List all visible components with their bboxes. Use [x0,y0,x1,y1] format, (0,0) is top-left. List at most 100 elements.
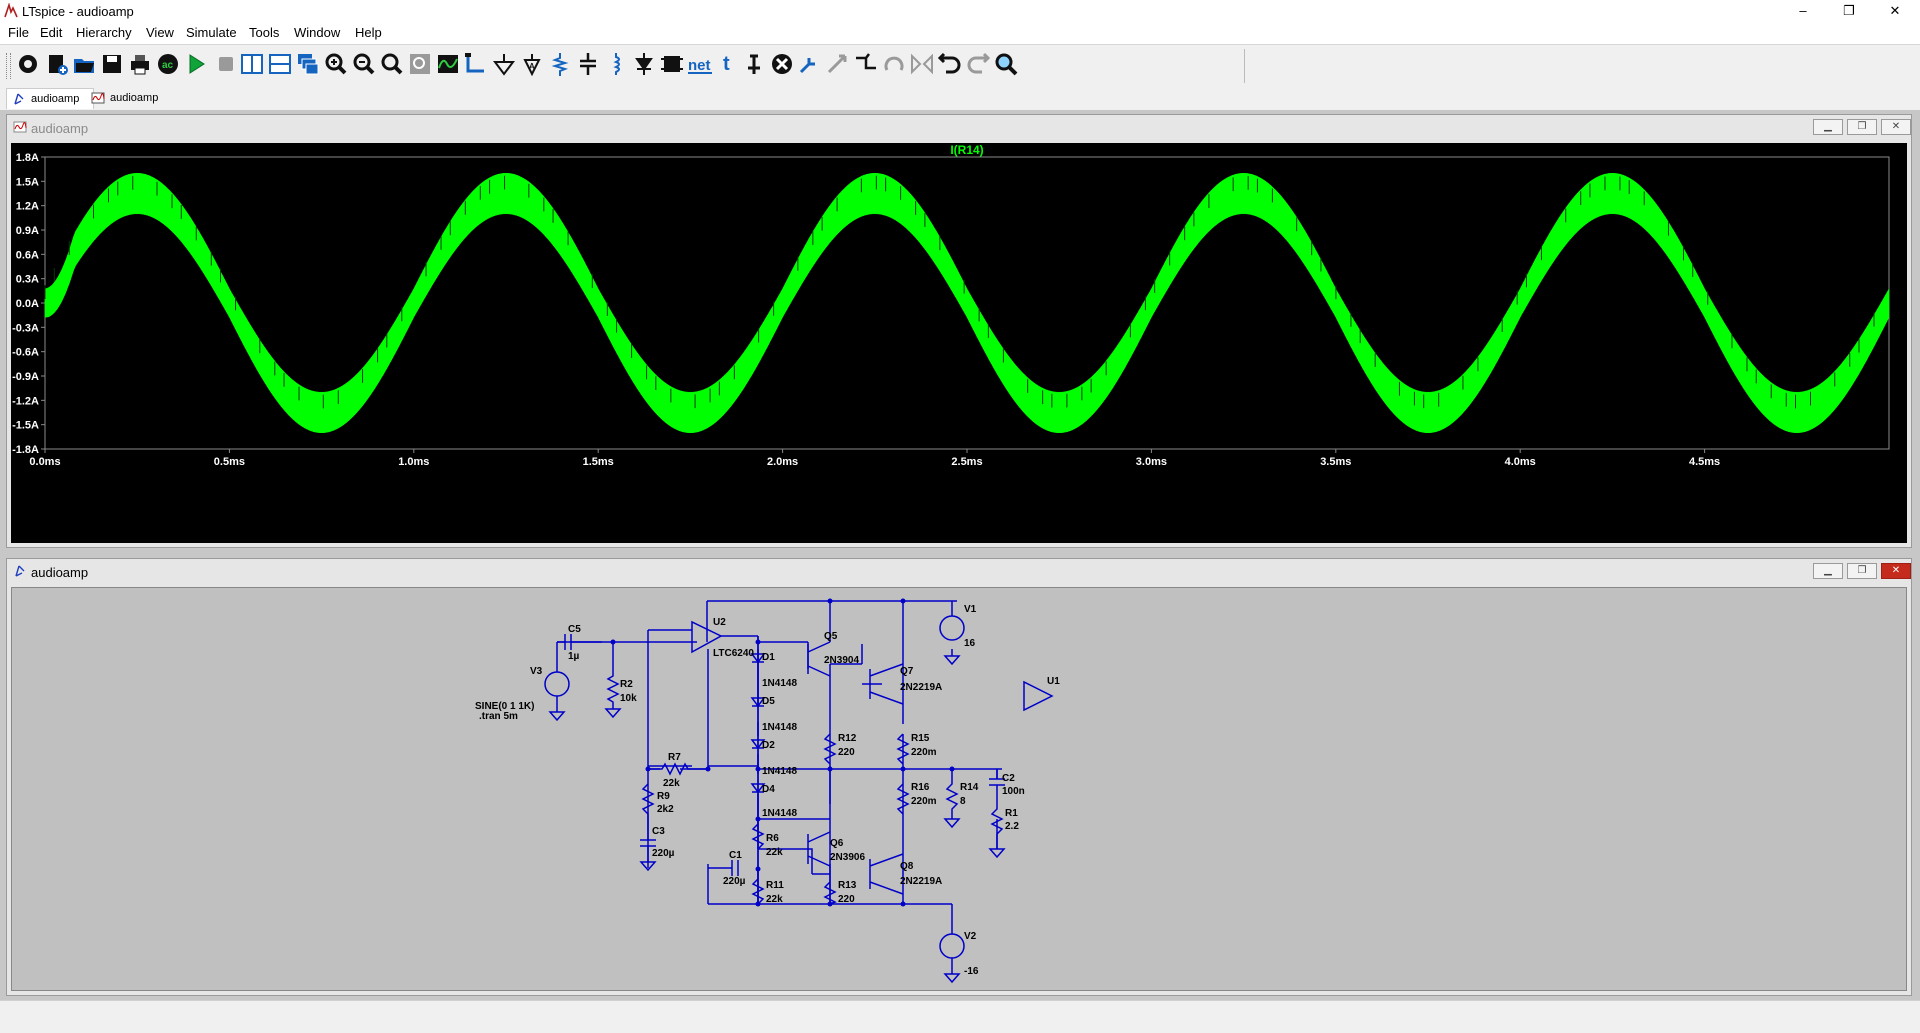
schematic-label-c5v[interactable]: 1µ [568,651,580,662]
schematic-label-r1v[interactable]: 2.2 [1005,821,1019,832]
schematic-label-q6v[interactable]: 2N3906 [830,852,865,863]
schematic-label-r11v[interactable]: 22k [766,894,783,905]
delete-button[interactable] [768,50,796,78]
waveform-window-caption[interactable]: audioamp ▁ ❐ ✕ [7,115,1911,139]
waveform-chart[interactable]: I(R14)1.8A1.5A1.2A0.9A0.6A0.3A0.0A-0.3A-… [11,143,1907,543]
schematic-label-r14[interactable]: R14 [960,782,979,793]
tile-horizontal-button[interactable] [266,50,294,78]
capacitor-c5[interactable] [557,634,613,650]
schematic-label-c1[interactable]: C1 [729,850,742,861]
capacitor-button[interactable] [574,50,602,78]
waveform-close-button[interactable]: ✕ [1881,119,1911,135]
duplicate-button[interactable] [796,50,824,78]
schematic-label-q8v[interactable]: 2N2219A [900,876,942,887]
schematic-label-q7[interactable]: Q7 [900,666,914,677]
schematic-label-r6[interactable]: R6 [766,833,779,844]
doc-tab-waveform[interactable]: audioamp [86,88,182,108]
doc-tab-schematic[interactable]: audioamp [6,88,94,109]
menu-window[interactable]: Window [294,25,341,40]
wire[interactable] [556,629,697,868]
resistor-r6-r11[interactable] [751,823,765,905]
schematic-label-r15v[interactable]: 220m [911,747,937,758]
drag-button[interactable] [852,50,880,78]
schematic-label-r1[interactable]: R1 [1005,808,1018,819]
toolbar-grip[interactable] [6,53,11,79]
zoom-in-button[interactable] [322,50,350,78]
schematic-label-v1v[interactable]: 16 [964,638,976,649]
open-button[interactable] [70,50,98,78]
wire[interactable] [708,818,831,904]
new-schematic-button[interactable] [42,50,70,78]
schematic-label-d2v[interactable]: 1N4148 [762,766,797,777]
schematic-label-c3[interactable]: C3 [652,826,665,837]
run-button[interactable] [182,50,210,78]
menu-hierarchy[interactable]: Hierarchy [76,25,132,40]
net-button[interactable]: net [686,50,714,78]
ground-button[interactable] [490,50,518,78]
schematic-label-r15[interactable]: R15 [911,733,930,744]
move-button[interactable] [824,50,852,78]
waveform-minimize-button[interactable]: ▁ [1813,119,1843,135]
schematic-label-q7v[interactable]: 2N2219A [900,682,942,693]
transistor[interactable] [807,641,904,895]
text-button[interactable]: t [714,50,742,78]
save-button[interactable] [98,50,126,78]
wire[interactable] [707,649,759,905]
tile-vertical-button[interactable] [238,50,266,78]
component-button[interactable] [658,50,686,78]
wire-button[interactable] [462,50,490,78]
schematic-label-c1v[interactable]: 220µ [723,876,746,887]
rotate-button[interactable] [880,50,908,78]
schematic-label-r6v[interactable]: 22k [766,847,783,858]
zoom-back-button[interactable] [406,50,434,78]
resistor-r12-r13[interactable] [823,733,837,905]
schematic-label-d5[interactable]: D5 [762,696,775,707]
schematic-label-r13[interactable]: R13 [838,880,857,891]
schematic-label-d1[interactable]: D1 [762,652,775,663]
find-button[interactable] [992,50,1020,78]
schematic-label-d4v[interactable]: 1N4148 [762,808,797,819]
schematic-label-v1[interactable]: V1 [964,604,977,615]
schematic-label-d1v[interactable]: 1N4148 [762,678,797,689]
schematic-label-q6[interactable]: Q6 [830,838,844,849]
menu-tools[interactable]: Tools [249,25,280,40]
schematic-label-r12[interactable]: R12 [838,733,857,744]
close-button[interactable]: ✕ [1889,3,1901,18]
menu-edit[interactable]: Edit [40,25,63,40]
menu-view[interactable]: View [146,25,174,40]
schematic-label-r9[interactable]: R9 [657,791,670,802]
inductor-button[interactable] [602,50,630,78]
schematic-label-r9v[interactable]: 2k2 [657,804,674,815]
schematic-label-r16[interactable]: R16 [911,782,930,793]
series-i-r14[interactable] [44,172,1890,434]
schematic-label-c2v[interactable]: 100n [1002,786,1025,797]
schematic-label-tran[interactable]: .tran 5m [479,711,518,722]
label-net-button[interactable]: A [518,50,546,78]
schematic-label-v2[interactable]: V2 [964,931,977,942]
halt-button[interactable] [212,50,240,78]
mirror-button[interactable] [908,50,936,78]
schematic-label-r13v[interactable]: 220 [838,894,855,905]
zoom-fit-button[interactable] [378,50,406,78]
schematic-label-r7v[interactable]: 22k [663,778,680,789]
resistor-r2[interactable] [604,672,622,719]
schematic-label-ltc6240[interactable]: LTC6240 [713,648,754,659]
menu-file[interactable]: File [8,25,29,40]
cascade-button[interactable] [294,50,322,78]
restore-button[interactable]: ❐ [1843,3,1855,18]
capacitor-c2-resistor-r1[interactable] [988,769,1006,859]
settings-button[interactable] [14,50,42,78]
schematic-label-r14v[interactable]: 8 [960,796,966,807]
schematic-label-q8[interactable]: Q8 [900,861,914,872]
source-v2[interactable] [939,933,965,959]
schematic-close-button[interactable]: ✕ [1881,563,1911,579]
schematic-minimize-button[interactable]: ▁ [1813,563,1843,579]
schematic-label-v2v[interactable]: -16 [964,966,979,977]
schematic-label-r16v[interactable]: 220m [911,796,937,807]
spice-directive-button[interactable] [740,50,768,78]
diode-string[interactable] [750,653,766,794]
chart-title[interactable]: I(R14) [950,143,983,157]
